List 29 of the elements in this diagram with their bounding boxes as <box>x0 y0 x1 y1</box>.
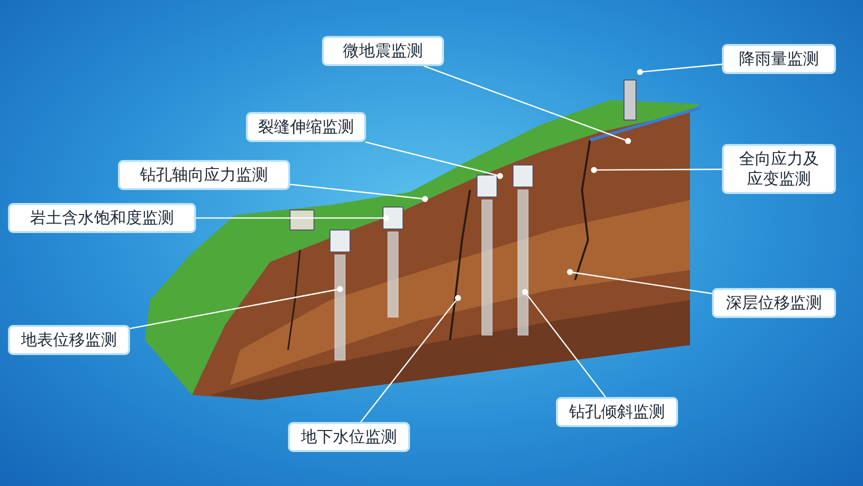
marker-dot <box>591 167 597 173</box>
marker-dot <box>567 269 573 275</box>
leader-line <box>290 184 422 200</box>
marker-dot <box>497 173 503 179</box>
callout-label: 钻孔倾斜监测 <box>556 397 678 427</box>
callout-label: 裂缝伸缩监测 <box>246 112 366 142</box>
marker-dot <box>337 286 343 292</box>
leader-line <box>196 217 383 219</box>
callout-label: 钻孔轴向应力监测 <box>118 160 290 190</box>
leader-line <box>365 141 498 176</box>
callout-label: 微地震监测 <box>322 36 444 66</box>
leader-line <box>360 300 457 422</box>
callout-label: 岩土含水饱和度监测 <box>8 203 196 233</box>
marker-dot <box>383 215 389 221</box>
callout-label: 全向应力及应变监测 <box>722 144 836 194</box>
marker-dot <box>422 196 428 202</box>
leader-line <box>597 168 722 171</box>
marker-dot <box>625 138 631 144</box>
marker-dot <box>637 69 643 75</box>
leader-line <box>572 272 712 294</box>
marker-dot <box>455 295 461 301</box>
leader-line <box>642 64 722 72</box>
leader-line <box>130 288 338 330</box>
leader-line <box>424 65 626 141</box>
callout-label: 地表位移监测 <box>8 325 130 355</box>
marker-dot <box>522 289 528 295</box>
callout-label: 深层位移监测 <box>712 288 836 318</box>
callout-label: 地下水位监测 <box>288 422 410 452</box>
callout-label: 降雨量监测 <box>722 44 836 74</box>
